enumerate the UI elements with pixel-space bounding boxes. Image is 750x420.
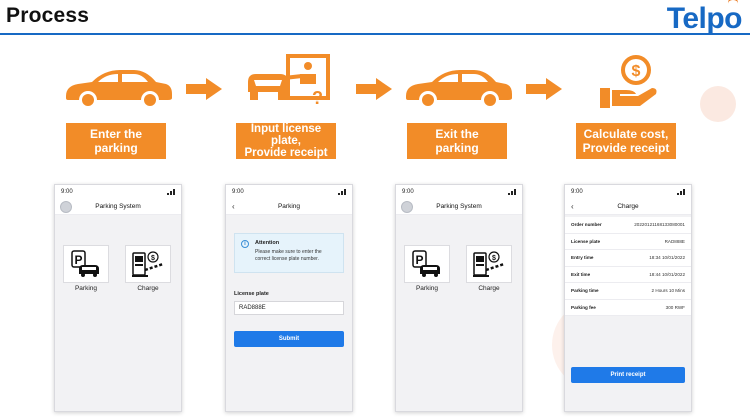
avatar[interactable] bbox=[60, 201, 72, 213]
status-bar: 9:00 bbox=[226, 185, 352, 199]
page-title: Process bbox=[6, 4, 90, 27]
status-time: 9:00 bbox=[571, 189, 583, 195]
license-plate-input[interactable]: RAD888E bbox=[234, 301, 344, 315]
nav-bar: Parking System bbox=[55, 199, 181, 215]
charge-kiosk-icon: $ bbox=[473, 251, 505, 277]
phone-screen-license-input: 9:00 ‹ Parking i Attention Please make s… bbox=[225, 184, 353, 412]
status-bar: 9:00 bbox=[396, 185, 522, 199]
status-time: 9:00 bbox=[61, 189, 73, 195]
status-bar: 9:00 bbox=[565, 185, 691, 199]
menu-tiles: P Parking $ Charge bbox=[55, 215, 181, 292]
nav-bar: ‹ Charge bbox=[565, 199, 691, 215]
svg-text:P: P bbox=[415, 253, 423, 267]
print-receipt-button[interactable]: Print receipt bbox=[571, 367, 685, 383]
attention-title: Attention bbox=[255, 240, 280, 246]
screen-title: Parking bbox=[277, 203, 301, 210]
charge-kiosk-icon: $ bbox=[132, 251, 164, 277]
car-icon bbox=[406, 70, 512, 109]
avatar[interactable] bbox=[401, 201, 413, 213]
screen-title: Parking System bbox=[436, 203, 482, 210]
parking-tile-label: Parking bbox=[415, 285, 439, 292]
attention-message: Please make sure to enter the correct li… bbox=[255, 249, 322, 262]
license-plate-label: License plate bbox=[234, 291, 269, 297]
back-arrow-icon[interactable]: ‹ bbox=[571, 202, 574, 211]
signal-battery-icon bbox=[338, 189, 346, 195]
status-time: 9:00 bbox=[402, 189, 414, 195]
nav-bar: Parking System bbox=[396, 199, 522, 215]
coin-in-hand-icon: $ bbox=[600, 55, 657, 108]
parking-tile[interactable]: P Parking bbox=[404, 245, 450, 292]
parking-tile-label: Parking bbox=[74, 285, 98, 292]
svg-text:$: $ bbox=[632, 63, 641, 80]
charge-tile-label: Charge bbox=[478, 285, 500, 292]
svg-text:P: P bbox=[74, 253, 82, 267]
arrow-right-icon bbox=[526, 78, 562, 100]
svg-text:?: ? bbox=[312, 88, 323, 108]
attention-notice: i Attention Please make sure to enter th… bbox=[234, 233, 344, 273]
svg-text:$: $ bbox=[492, 255, 496, 262]
step-label-calculate: Calculate cost,Provide receipt bbox=[576, 123, 676, 159]
back-arrow-icon[interactable]: ‹ bbox=[232, 202, 235, 211]
arrow-right-icon bbox=[186, 78, 222, 100]
status-time: 9:00 bbox=[232, 189, 244, 195]
submit-button[interactable]: Submit bbox=[234, 331, 344, 347]
telpo-logo: Telpo bbox=[666, 2, 743, 36]
charge-tile[interactable]: $ Charge bbox=[125, 245, 171, 292]
car-icon bbox=[66, 70, 172, 109]
info-icon: i bbox=[241, 240, 249, 248]
charge-tile-label: Charge bbox=[137, 285, 159, 292]
screen-title: Charge bbox=[617, 203, 639, 210]
parking-tile[interactable]: P Parking bbox=[63, 245, 109, 292]
step-label-exit: Exit the parking bbox=[407, 123, 507, 159]
header-divider bbox=[0, 33, 750, 35]
signal-battery-icon bbox=[677, 189, 685, 195]
charge-tile[interactable]: $ Charge bbox=[466, 245, 512, 292]
status-bar: 9:00 bbox=[55, 185, 181, 199]
menu-tiles: P Parking $ Charge bbox=[396, 215, 522, 292]
arrow-right-icon bbox=[356, 78, 392, 100]
nav-bar: ‹ Parking bbox=[226, 199, 352, 215]
signal-battery-icon bbox=[508, 189, 516, 195]
parking-car-icon: P bbox=[71, 250, 99, 277]
svg-text:$: $ bbox=[151, 255, 155, 262]
phone-screen-parking-system: 9:00 Parking System P Parking bbox=[54, 184, 182, 412]
decor-circle-top bbox=[700, 86, 736, 122]
car-at-gate-icon: ? bbox=[248, 54, 330, 108]
signal-battery-icon bbox=[167, 189, 175, 195]
parking-car-icon: P bbox=[412, 250, 440, 277]
logo-text: Telp bbox=[666, 2, 725, 35]
phone-screen-parking-system: 9:00 Parking System P Parking bbox=[395, 184, 523, 412]
screen-title: Parking System bbox=[95, 203, 141, 210]
logo-letter-o: o bbox=[724, 2, 742, 35]
